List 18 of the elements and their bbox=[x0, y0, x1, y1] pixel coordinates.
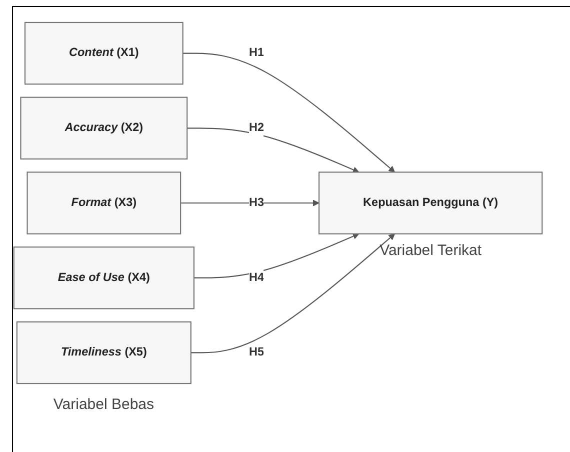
edge-label: H1 bbox=[248, 46, 264, 60]
arrow bbox=[194, 233, 360, 278]
edge-label: H4 bbox=[248, 271, 264, 284]
node-box: Accuracy (X2) bbox=[20, 96, 188, 160]
arrow bbox=[187, 128, 360, 173]
group-caption: Variabel Bebas bbox=[53, 396, 154, 413]
edge-label: H2 bbox=[248, 122, 264, 134]
node-box: Kepuasan Pengguna (Y) bbox=[318, 172, 543, 234]
node-box: Timeliness (X5) bbox=[16, 321, 192, 384]
node-box: Ease of Use (X4) bbox=[13, 246, 194, 310]
arrow bbox=[190, 234, 396, 354]
edge-label: H5 bbox=[248, 346, 264, 359]
arrow bbox=[182, 52, 396, 172]
node-caption: Variabel Terikat bbox=[380, 242, 482, 259]
edge-label: H3 bbox=[248, 196, 264, 209]
node-box: Content (X1) bbox=[24, 22, 184, 85]
arrow bbox=[180, 200, 320, 206]
node-box: Format (X3) bbox=[26, 172, 182, 234]
